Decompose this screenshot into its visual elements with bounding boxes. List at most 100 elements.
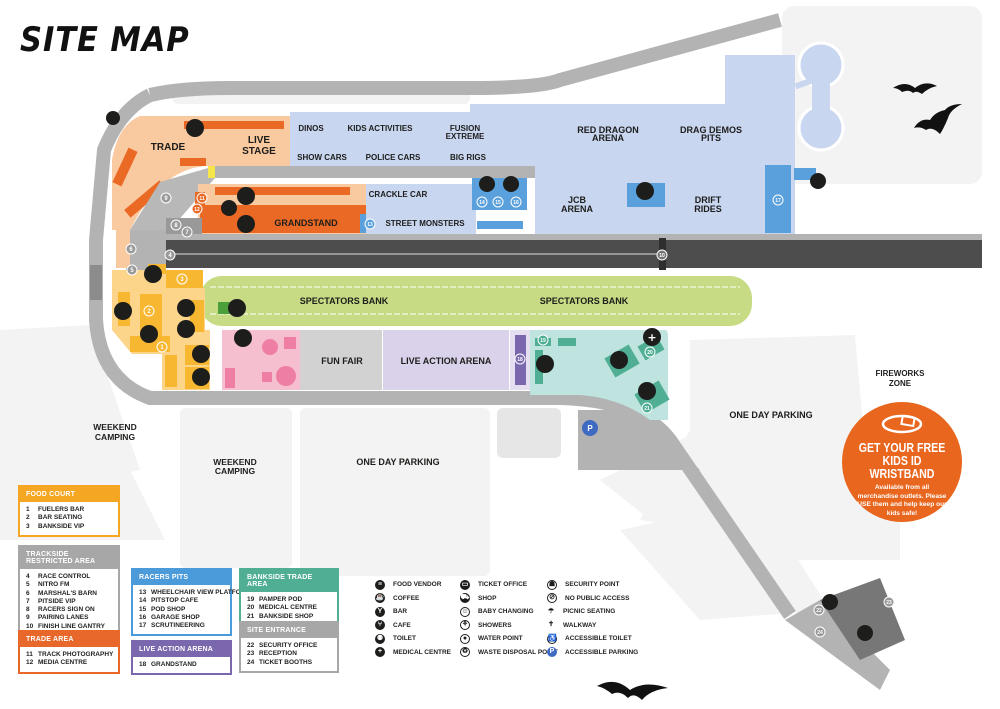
marker-label: 15: [495, 200, 501, 206]
site-entrance-road[interactable]: [785, 600, 890, 690]
label-red-dragon-1: RED DRAGON: [577, 125, 639, 135]
marker-6[interactable]: [125, 243, 137, 255]
toilet-icon[interactable]: [822, 594, 838, 610]
coffee-icon[interactable]: [177, 299, 195, 317]
shop-icon[interactable]: [503, 176, 519, 192]
fun-fair[interactable]: [300, 330, 382, 390]
marker-label: 13: [367, 222, 373, 228]
medical-centre-icon[interactable]: [643, 328, 661, 346]
marker-12[interactable]: [191, 203, 203, 215]
legend-item-number: 11: [26, 651, 33, 658]
bankside-trade-zone[interactable]: [530, 330, 668, 420]
walkway-icon: ✝: [547, 621, 555, 630]
toilet-icon[interactable]: [192, 345, 210, 363]
medical-centre-icon: +: [375, 647, 385, 658]
legend-item-label: BANKSIDE SHOP: [259, 612, 314, 620]
ride: [262, 372, 272, 382]
marker-23[interactable]: [883, 596, 895, 608]
showers-icon: ⚘: [460, 620, 470, 631]
red-dragon-arena-zone[interactable]: [470, 55, 795, 240]
kids-wristband-promo: GET YOUR FREE KIDS ID WRISTBAND Availabl…: [842, 402, 962, 522]
one-day-parking-south-area[interactable]: [300, 408, 490, 576]
label-weekend-camping-west-2: CAMPING: [95, 432, 136, 442]
icon-key-label: BABY CHANGING: [478, 608, 534, 616]
icon-key-label: CAFE: [393, 621, 411, 629]
marker-14[interactable]: [476, 196, 488, 208]
trade-stall: [112, 147, 138, 187]
marker-2[interactable]: [143, 305, 155, 317]
bar-icon[interactable]: [140, 325, 158, 343]
label-spectators-bank-2: SPECTATORS BANK: [540, 296, 629, 306]
marker-8[interactable]: [170, 219, 182, 231]
legend-title: TRACKSIDE RESTRICTED AREA: [20, 547, 118, 569]
food-vendor-icon[interactable]: [114, 302, 132, 320]
legend-item-label: TRACK PHOTOGRAPHY: [38, 651, 114, 658]
legend-item-label: SCRUTINEERING: [151, 622, 205, 630]
bar-icon[interactable]: [228, 299, 246, 317]
trade-zone[interactable]: [112, 116, 290, 230]
trade-stall: [180, 158, 206, 166]
marker-1[interactable]: [156, 341, 168, 353]
marker-10[interactable]: [656, 249, 668, 261]
reception-building[interactable]: [820, 578, 905, 660]
accessible-parking-lot[interactable]: [578, 410, 700, 470]
food-vendor-icon[interactable]: [186, 119, 204, 137]
label-kids-activities: KIDS ACTIVITIES: [347, 124, 413, 133]
marker-19[interactable]: [537, 334, 549, 346]
marker-label: 11: [199, 196, 205, 202]
marker-18[interactable]: [514, 353, 526, 365]
cafe-icon[interactable]: [479, 176, 495, 192]
marker-7[interactable]: [181, 226, 193, 238]
ticket-office-icon[interactable]: [857, 625, 873, 641]
marker-17[interactable]: [772, 194, 784, 206]
baby-changing-icon: ☺: [460, 606, 470, 617]
marker-13[interactable]: [364, 218, 376, 230]
toilet-icon[interactable]: [610, 351, 628, 369]
shop-icon[interactable]: [144, 265, 162, 283]
marker-16[interactable]: [510, 196, 522, 208]
toilet-icon[interactable]: [192, 368, 210, 386]
legend-title: FOOD COURT: [20, 487, 118, 502]
promo-headline: GET YOUR FREE KIDS ID WRISTBAND: [858, 441, 946, 481]
marker-5[interactable]: [126, 264, 138, 276]
crackle-car-zone[interactable]: [366, 184, 476, 234]
bar-icon[interactable]: [221, 200, 237, 216]
food-vendor-icon[interactable]: [234, 329, 252, 347]
food-vendor-icon[interactable]: [177, 320, 195, 338]
food-vendor-icon[interactable]: [536, 355, 554, 373]
pairing-lanes[interactable]: [130, 166, 215, 230]
shop-icon[interactable]: [638, 382, 656, 400]
marker-22[interactable]: [813, 604, 825, 616]
legend-item-label: PITSIDE VIP: [38, 597, 76, 605]
marker-3[interactable]: [176, 273, 188, 285]
label-drag-demos-1: DRAG DEMOS: [680, 125, 742, 135]
marker-15[interactable]: [492, 196, 504, 208]
marker-21[interactable]: [641, 402, 653, 414]
spectators-bank-zone[interactable]: [200, 276, 752, 326]
coffee-icon[interactable]: [237, 215, 255, 233]
marker-9[interactable]: [160, 192, 172, 204]
live-action-arena[interactable]: [383, 330, 509, 390]
label-show-cars: SHOW CARS: [297, 153, 347, 162]
toilet-icon[interactable]: [810, 173, 826, 189]
no-public-access-icon: ⊘: [547, 593, 557, 604]
legend-item-number: 20: [247, 604, 255, 612]
label-one-day-parking-south: ONE DAY PARKING: [356, 457, 439, 467]
legend-item-label: BANKSIDE VIP: [38, 522, 85, 530]
weekend-camping-south-area[interactable]: [180, 408, 292, 568]
legend-item-label: RACE CONTROL: [38, 573, 91, 580]
icon-key-item: ⊘NO PUBLIC ACCESS: [547, 592, 638, 606]
toilet-icon[interactable]: [106, 111, 120, 125]
marker-11[interactable]: [196, 192, 208, 204]
toilet-icon[interactable]: [636, 182, 654, 200]
marker-24[interactable]: [814, 626, 826, 638]
ticket-office-icon: ▭: [460, 579, 470, 590]
icon-key-item: ⑂CAFE: [375, 619, 451, 633]
marker-20[interactable]: [644, 346, 656, 358]
icon-key-item: ≡FOOD VENDOR: [375, 578, 451, 592]
food-vendor-icon[interactable]: [237, 187, 255, 205]
marker-4[interactable]: [164, 249, 176, 261]
